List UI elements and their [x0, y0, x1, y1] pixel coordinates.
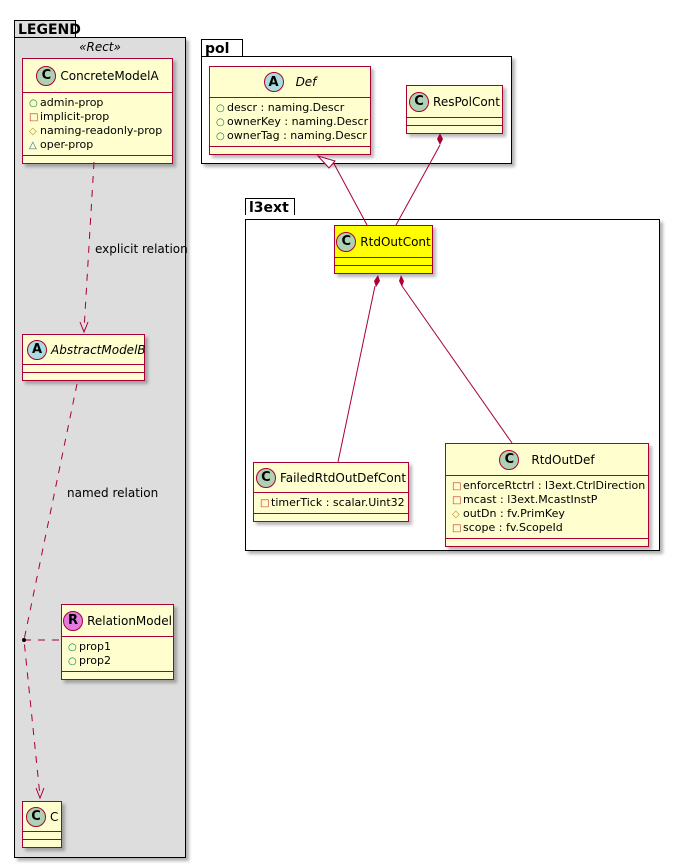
attribute: ○descr : naming.Descr [216, 101, 345, 114]
attribute: □implicit-prop [29, 110, 110, 123]
class-name: RtdOutDef [531, 452, 595, 467]
class-def[interactable]: A Def ○descr : naming.Descr ○ownerKey : … [209, 66, 371, 155]
attribute: ○admin-prop [29, 96, 104, 109]
legend-package-tab: LEGEND [14, 20, 81, 38]
class-abstract-model-b[interactable]: A AbstractModelB [22, 334, 146, 381]
class-spot-icon: C [409, 91, 430, 112]
class-spot-icon: C [499, 449, 520, 470]
class-failedrtdoutdefcont[interactable]: C FailedRtdOutDefCont □timerTick : scala… [253, 462, 409, 522]
l3ext-package-tab: l3ext [245, 198, 295, 216]
relation-spot-icon: R [63, 610, 84, 631]
class-spot-icon: C [36, 65, 57, 86]
public-visibility-icon: ○ [216, 103, 225, 114]
class-concrete-model-a[interactable]: C ConcreteModelA ○admin-prop □implicit-p… [22, 58, 173, 164]
generalization-edge [331, 159, 368, 226]
protected-visibility-icon: ◇ [29, 126, 37, 137]
class-name: RelationModel [87, 613, 172, 628]
attribute: □mcast : l3ext.McastInstP [452, 493, 598, 506]
attribute: □scope : fv.ScopeId [452, 521, 563, 534]
abstract-spot-icon: A [27, 339, 47, 360]
class-name: Def [295, 75, 317, 89]
class-name: ConcreteModelA [60, 68, 159, 83]
public-visibility-icon: ○ [68, 656, 77, 667]
package-visibility-icon: △ [29, 140, 37, 151]
public-visibility-icon: ○ [216, 131, 225, 142]
attribute: ◇outDn : fv.PrimKey [452, 507, 565, 520]
class-spot-icon: C [26, 806, 46, 827]
class-relation-model[interactable]: R RelationModel ○prop1 ○prop2 [61, 604, 174, 680]
private-visibility-icon: □ [29, 112, 39, 123]
class-name: ResPolCont [433, 94, 500, 109]
class-spot-icon: C [336, 231, 357, 252]
class-name: FailedRtdOutDefCont [279, 470, 407, 485]
private-visibility-icon: □ [452, 481, 462, 492]
public-visibility-icon: ○ [68, 642, 77, 653]
pol-package-name: pol [205, 41, 230, 57]
class-c[interactable]: C C [22, 801, 62, 848]
attribute: ○ownerTag : naming.Descr [216, 129, 367, 142]
l3ext-package-name: l3ext [249, 200, 289, 216]
private-visibility-icon: □ [452, 495, 462, 506]
class-name: AbstractModelB [51, 342, 146, 357]
attribute: ◇naming-readonly-prop [29, 124, 163, 137]
class-rtdoutcont[interactable]: C RtdOutCont [334, 225, 433, 274]
legend-package-name: LEGEND [18, 22, 81, 38]
attribute: □enforceRtctrl : l3ext.CtrlDirection [452, 479, 646, 492]
attribute: ○prop1 [68, 640, 111, 653]
private-visibility-icon: □ [452, 523, 462, 534]
named-relation-label: named relation [67, 486, 159, 500]
public-visibility-icon: ○ [29, 98, 38, 109]
protected-visibility-icon: ◇ [452, 509, 460, 520]
attribute: ○prop2 [68, 654, 111, 667]
attribute: ○ownerKey : naming.Descr [216, 115, 369, 128]
private-visibility-icon: □ [260, 498, 270, 509]
explicit-relation-label: explicit relation [95, 242, 188, 256]
class-name: RtdOutCont [360, 234, 431, 249]
class-name: C [50, 809, 59, 824]
public-visibility-icon: ○ [216, 117, 225, 128]
class-respolcont[interactable]: C ResPolCont [406, 85, 503, 134]
class-rtdoutdef[interactable]: C RtdOutDef □enforceRtctrl : l3ext.CtrlD… [445, 443, 649, 547]
pol-package-tab: pol [201, 39, 243, 57]
abstract-spot-icon: A [263, 72, 284, 92]
attribute: △oper-prop [29, 138, 94, 151]
class-spot-icon: C [255, 467, 276, 488]
attribute: □timerTick : scalar.Uint32 [260, 496, 405, 509]
legend-stereotype: «Rect» [79, 40, 121, 54]
